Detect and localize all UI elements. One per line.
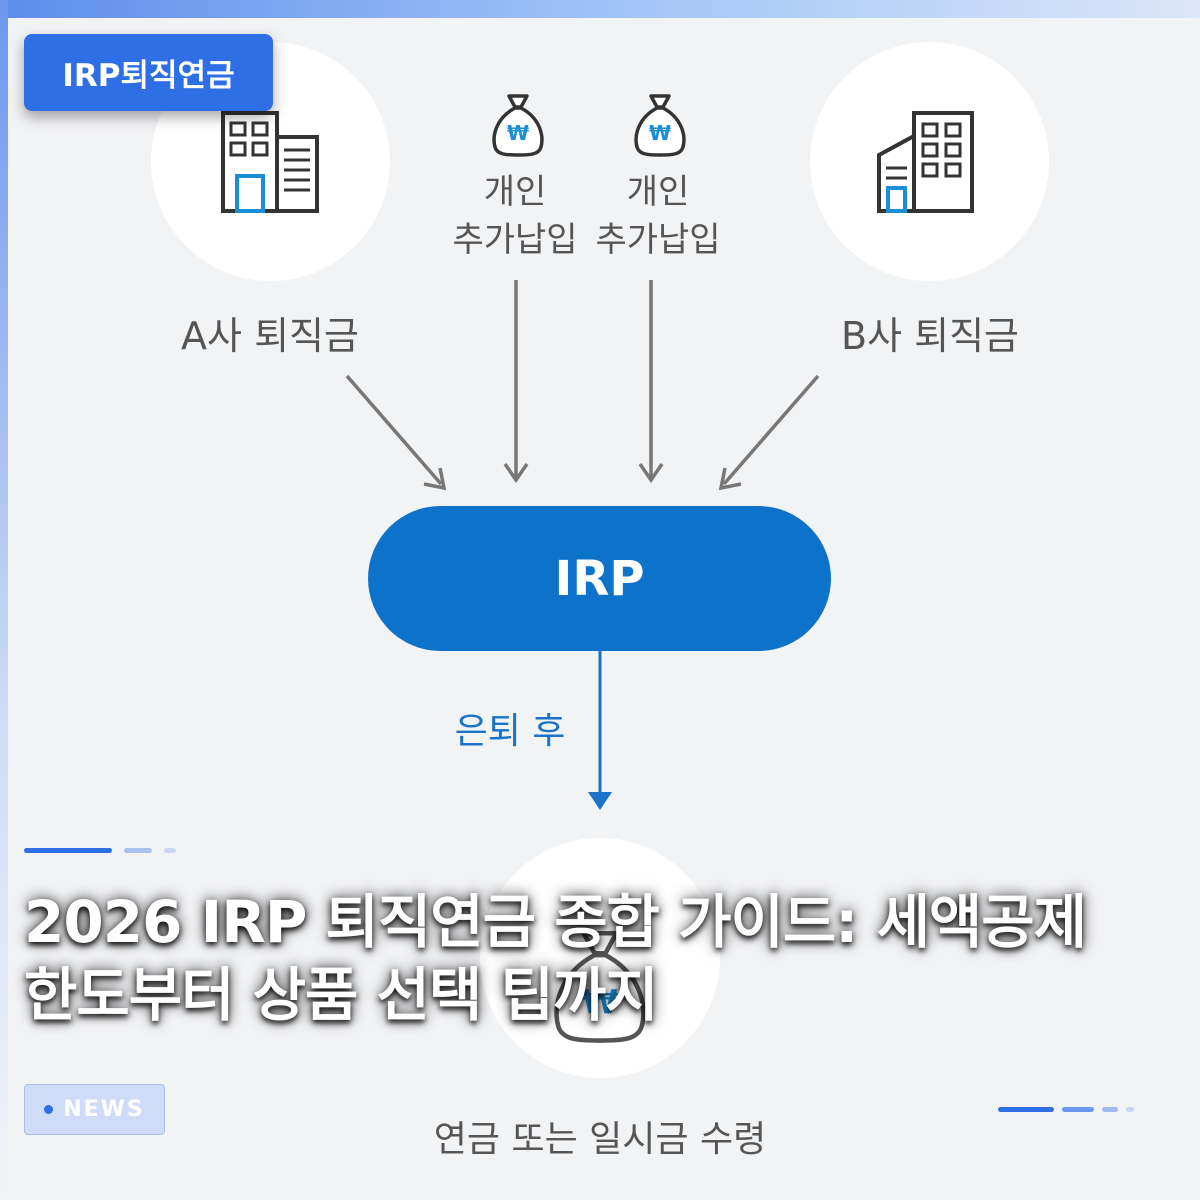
irp-node: IRP <box>368 506 831 651</box>
headline-line-1: 2026 IRP 퇴직연금 종합 가이드: 세액공제 <box>24 888 1087 956</box>
money-bag-icon: ₩ <box>546 926 654 1050</box>
arrow-head <box>638 463 664 484</box>
company-a-label: A사 퇴직금 <box>181 314 359 358</box>
top-gradient-bar <box>0 0 1200 18</box>
svg-text:₩: ₩ <box>507 121 529 145</box>
dot-icon <box>44 1105 54 1114</box>
svg-text:₩: ₩ <box>582 983 618 1021</box>
arrow-from-company-b <box>722 374 820 486</box>
arrow-head <box>718 467 742 491</box>
arrow-head <box>423 467 447 491</box>
building-icon <box>220 110 320 218</box>
personal-contribution-label-1: 개인 추가납입 <box>452 172 578 260</box>
arrow-from-company-a <box>345 374 443 486</box>
building-icon <box>876 110 976 218</box>
left-gradient-bar <box>0 0 8 1200</box>
arrow-head <box>503 463 529 484</box>
money-bag-icon: ₩ <box>632 92 688 162</box>
category-badge: IRP퇴직연금 <box>24 34 273 111</box>
money-bag-icon: ₩ <box>490 92 546 162</box>
arrow-head <box>588 792 612 810</box>
headline-line-2: 한도부터 상품 선택 팁까지 <box>24 961 659 1029</box>
news-badge: NEWS <box>24 1084 165 1135</box>
company-b-label: B사 퇴직금 <box>841 314 1019 358</box>
news-label: NEWS <box>63 1097 145 1122</box>
result-label: 연금 또는 일시금 수령 <box>433 1119 767 1160</box>
headline: 2026 IRP 퇴직연금 종합 가이드: 세액공제 한도부터 상품 선택 팁까… <box>24 886 1174 1032</box>
personal-contribution-label-2: 개인 추가납입 <box>595 172 721 260</box>
after-retirement-label: 은퇴 후 <box>454 711 566 752</box>
svg-text:₩: ₩ <box>649 121 671 145</box>
